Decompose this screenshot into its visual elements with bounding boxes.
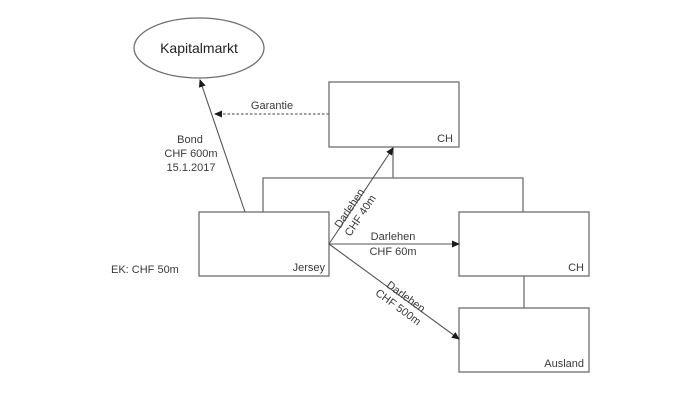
equity-annotation: EK: CHF 50m	[111, 264, 179, 276]
ch-top-label: CH	[437, 133, 453, 145]
ownership-connector	[262, 177, 524, 212]
bond-label-line1: Bond	[177, 134, 203, 146]
garantie-label: Garantie	[251, 100, 293, 112]
darlehen-500-arrow	[328, 243, 460, 340]
node-ch-right: CH	[458, 211, 590, 277]
jersey-label: Jersey	[293, 262, 326, 274]
edge-darlehen-60: Darlehen CHF 60m	[329, 231, 460, 258]
bond-label-line3: 15.1.2017	[167, 162, 216, 174]
ch-right-label: CH	[568, 262, 584, 274]
jersey-box	[198, 211, 330, 277]
ch-right-box	[458, 211, 590, 277]
node-ausland: Ausland	[458, 307, 590, 373]
node-kapitalmarkt: Kapitalmarkt	[133, 17, 265, 79]
kapitalmarkt-ellipse	[133, 17, 265, 79]
edge-darlehen-40: Darlehen CHF 40m	[328, 147, 394, 245]
darlehen-40-arrow	[328, 147, 394, 245]
darlehen-60-label-line1: Darlehen	[371, 231, 416, 243]
edge-bond: Bond CHF 600m 15.1.2017	[164, 79, 246, 213]
node-jersey: Jersey	[198, 211, 330, 277]
node-ch-top: CH	[328, 81, 460, 148]
edge-garantie: Garantie	[214, 100, 329, 118]
bond-arrow	[198, 79, 246, 213]
darlehen-60-label-line2: CHF 60m	[369, 246, 416, 258]
edge-darlehen-500: Darlehen CHF 500m	[328, 243, 460, 340]
kapitalmarkt-label: Kapitalmarkt	[160, 40, 238, 56]
bond-label-line2: CHF 600m	[164, 148, 217, 160]
ausland-label: Ausland	[544, 358, 584, 370]
ausland-box	[458, 307, 590, 373]
ch-top-box	[328, 81, 460, 148]
